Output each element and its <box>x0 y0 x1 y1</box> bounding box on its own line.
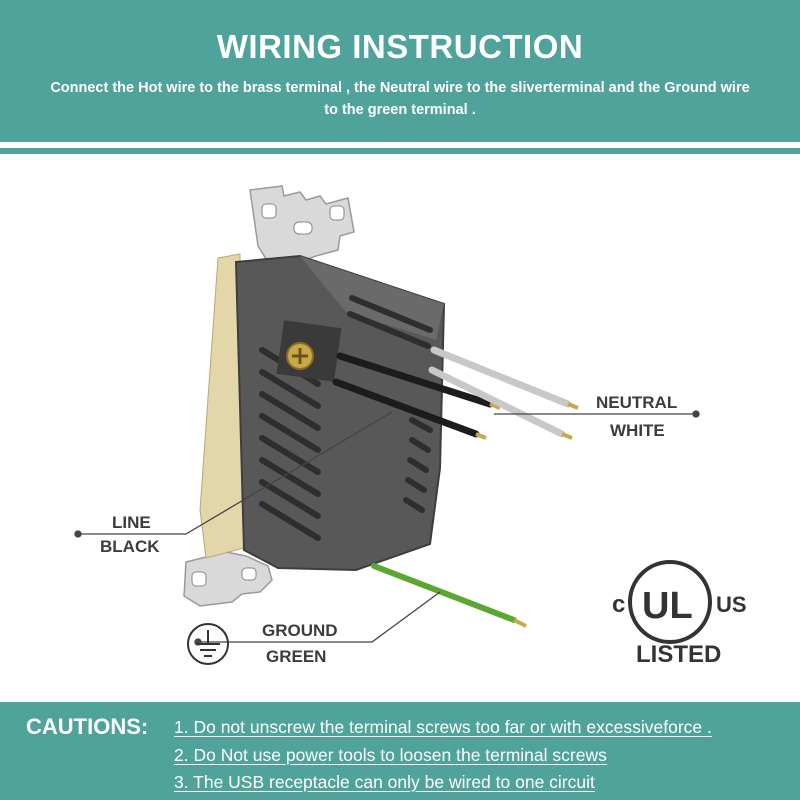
leader-lines <box>74 410 700 646</box>
caution-item: 3. The USB receptacle can only be wired … <box>174 772 595 792</box>
ul-mark-us: US <box>716 592 747 617</box>
mounting-strap-top <box>249 185 355 263</box>
page-title: WIRING INSTRUCTION <box>216 28 584 65</box>
cautions-list: 1. Do not unscrew the terminal screws to… <box>174 714 794 797</box>
header-banner: WIRING INSTRUCTION Connect the Hot wire … <box>0 0 800 142</box>
page-subtitle: Connect the Hot wire to the brass termin… <box>50 80 750 118</box>
caution-item: 2. Do Not use power tools to loosen the … <box>174 744 607 765</box>
ul-listed-icon: c UL US LISTED <box>612 560 747 668</box>
label-green: GREEN <box>266 647 326 666</box>
receptacle-body <box>234 254 446 572</box>
label-line: LINE <box>112 513 151 532</box>
wiring-diagram: NEUTRAL WHITE LINE BLACK GROUND GREEN c … <box>74 185 747 668</box>
label-neutral: NEUTRAL <box>596 393 677 412</box>
cautions-label: CAUTIONS: <box>26 714 149 739</box>
label-black: BLACK <box>100 537 160 556</box>
ground-icon <box>187 623 229 665</box>
mounting-strap-bottom <box>183 551 273 607</box>
receptacle-face-side <box>199 253 245 559</box>
cautions-panel: CAUTIONS: 1. Do not unscrew the terminal… <box>0 702 800 800</box>
ground-wire-green <box>371 563 527 628</box>
header-divider <box>0 148 800 154</box>
ul-mark-listed: LISTED <box>636 641 721 668</box>
line-wires-black <box>332 352 501 440</box>
ul-mark-ul: UL <box>642 585 693 627</box>
caution-item: 1. Do not unscrew the terminal screws to… <box>174 717 712 737</box>
neutral-wires-white <box>428 346 579 440</box>
brass-terminal-screw <box>286 342 314 370</box>
label-ground: GROUND <box>262 621 338 640</box>
label-white: WHITE <box>610 421 665 440</box>
ul-mark-c: c <box>612 591 625 618</box>
